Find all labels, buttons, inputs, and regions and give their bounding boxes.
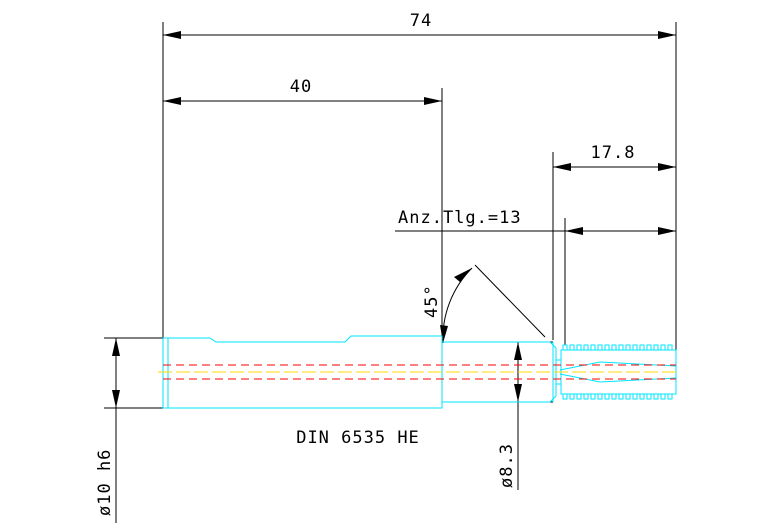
thread-tooth [625,344,631,351]
shank-length-label: 40 [290,77,312,97]
thread-tooth [562,393,568,400]
thread-tooth [618,344,624,351]
center-lines [158,364,680,380]
thread-tooth [604,344,610,351]
thread-tooth [639,344,645,351]
thread-tooth [604,393,610,400]
thread-tooth [639,393,645,400]
thread-tooth [569,344,575,351]
standard-label: DIN 6535 HE [296,428,420,448]
thread-length-label: 17.8 [591,143,636,163]
thread-tooth [667,393,673,400]
thread-tooth [632,393,638,400]
thread-tooth [660,344,666,351]
thread-tooth [667,344,673,351]
thread-tooth [653,344,659,351]
thread-tooth [646,344,652,351]
thread-tooth [660,393,666,400]
dimension-chamfer-angle: 45° [422,264,546,344]
chamfer-angle-label: 45° [422,284,442,318]
thread-tooth [618,393,624,400]
thread-tooth [646,393,652,400]
thread-tooth [590,344,596,351]
thread-tooth [632,344,638,351]
extension-lines [104,22,677,409]
thread-tooth [597,344,603,351]
thread-teeth [562,344,673,400]
overall-length-label: 74 [410,11,432,31]
neck-diameter-label: ø8.3 [497,443,517,488]
thread-tooth [583,393,589,400]
dimension-shank-length: 40 [163,77,442,105]
dimension-neck-diameter: ø8.3 [497,342,522,490]
thread-tooth [625,393,631,400]
dimension-shank-diameter: ø10 h6 [95,338,120,523]
dimension-overall-length: 74 [163,11,676,39]
thread-tooth [583,344,589,351]
dimension-thread-length: 17.8 [553,143,676,171]
thread-tooth [576,393,582,400]
thread-tooth [611,344,617,351]
thread-tooth [569,393,575,400]
thread-tooth [590,393,596,400]
thread-tooth [597,393,603,400]
part-count-label: Anz.Tlg.=13 [398,208,522,228]
thread-tooth [576,344,582,351]
thread-tooth [653,393,659,400]
thread-tooth [611,393,617,400]
dimension-part-count: Anz.Tlg.=13 [395,208,676,235]
thread-tooth [562,344,568,351]
shank-diameter-label: ø10 h6 [95,449,115,516]
